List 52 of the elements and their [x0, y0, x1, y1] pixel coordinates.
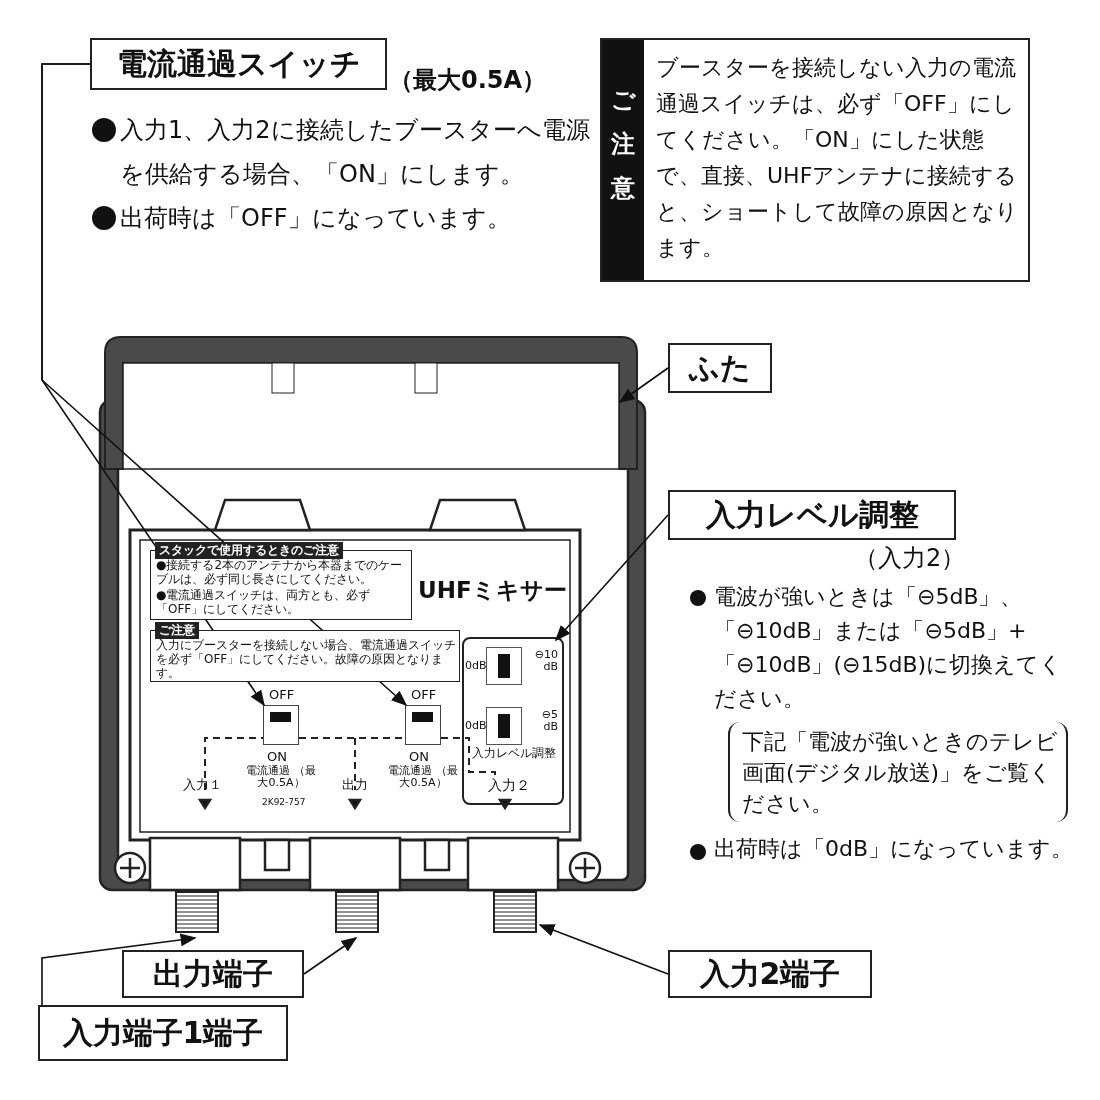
switch-label: ON: [267, 749, 287, 764]
panel-label: 入力２: [488, 777, 530, 795]
callout-title: 入力2端子: [699, 954, 841, 993]
notice-heading: ご注意: [155, 622, 199, 639]
callout-title: 電流通過スイッチ: [116, 44, 361, 83]
leader-arrow: [618, 367, 669, 403]
note-text: （入力2）: [854, 543, 966, 574]
caution-heading: ご注意: [602, 40, 644, 280]
switch-label: ON: [409, 749, 429, 764]
switch-label: 電流通過 （最大0.5A）: [245, 765, 317, 789]
callout-title: 入力レベル調整: [705, 495, 919, 534]
leader-arrow: [41, 63, 408, 707]
level-switch-panel: [462, 637, 564, 805]
callout-box: [38, 1005, 288, 1061]
callout-title: ふた: [689, 348, 751, 387]
note-text: 入力1、入力2に接続したブースターへ電源を供給する場合、「ON」にします。: [120, 115, 591, 190]
note-text: 下記「電波が強いときのテレビ画面(デジタル放送)」をご覧ください。: [742, 728, 1059, 818]
notice-text: ●接続する2本のアンテナから本器までのケーブルは、必ず同じ長さにしてください。: [156, 558, 404, 586]
note-text: 出荷時は「0dB」になっています。: [714, 835, 1075, 863]
switch-label: 電流通過 （最大0.5A）: [387, 765, 459, 789]
notice-text: ●電流通過スイッチは、両方とも、必ず「OFF」にしてください。: [156, 588, 372, 616]
note-text: 電波が強いときは「⊖5dB」、「⊖10dB」または「⊖5dB」+「⊖10dB」(⊖15dB)に切換えてください。: [714, 583, 1064, 713]
callout-box: [90, 38, 387, 90]
note-text: （最大0.5A）: [389, 65, 547, 96]
notice-text: 入力にブースターを接続しない場合、電流通過スイッチを必ず「OFF」にしてください。故障の原因となります。: [156, 638, 456, 680]
caution-text: ブースターを接続しない入力の電流通過スイッチは、必ず「OFF」にしてください。「ON」にした状態で、直接、UHFアンテナに接続すると、ショートして故障の原因となります。: [656, 54, 1019, 262]
note-text: 出荷時は「OFF」になっています。: [120, 203, 512, 234]
switch-label: OFF: [411, 687, 437, 702]
leader-arrow: [303, 937, 358, 975]
notice-heading: スタックで使用するときのご注意: [155, 542, 343, 559]
switch-position: 0dB: [465, 659, 487, 672]
callout-box: [668, 490, 956, 540]
power-switch: [263, 705, 299, 745]
callout-box: [668, 950, 872, 998]
leader-arrow: [538, 924, 669, 975]
model-number: 2K92-757: [262, 797, 306, 807]
switch-position: ⊖5 dB: [540, 709, 558, 733]
power-switch: [405, 705, 441, 745]
port-label: 出力: [342, 776, 368, 794]
leader-arrow: [554, 514, 669, 642]
caution-box: [600, 38, 1030, 282]
leader-arrow: [41, 933, 197, 1006]
callout-box: [122, 950, 304, 998]
callout-box: [668, 343, 772, 393]
switch-position: ⊖10 dB: [533, 649, 558, 673]
switch-position: 0dB: [465, 719, 487, 732]
callout-title: 出力端子: [153, 954, 273, 993]
switch-label: OFF: [269, 687, 295, 702]
port-label: 入力１: [183, 776, 222, 794]
panel-label: 入力レベル調整: [472, 745, 556, 762]
product-label: UHFミキサー: [418, 576, 567, 605]
callout-title: 入力端子1端子: [62, 1013, 264, 1052]
